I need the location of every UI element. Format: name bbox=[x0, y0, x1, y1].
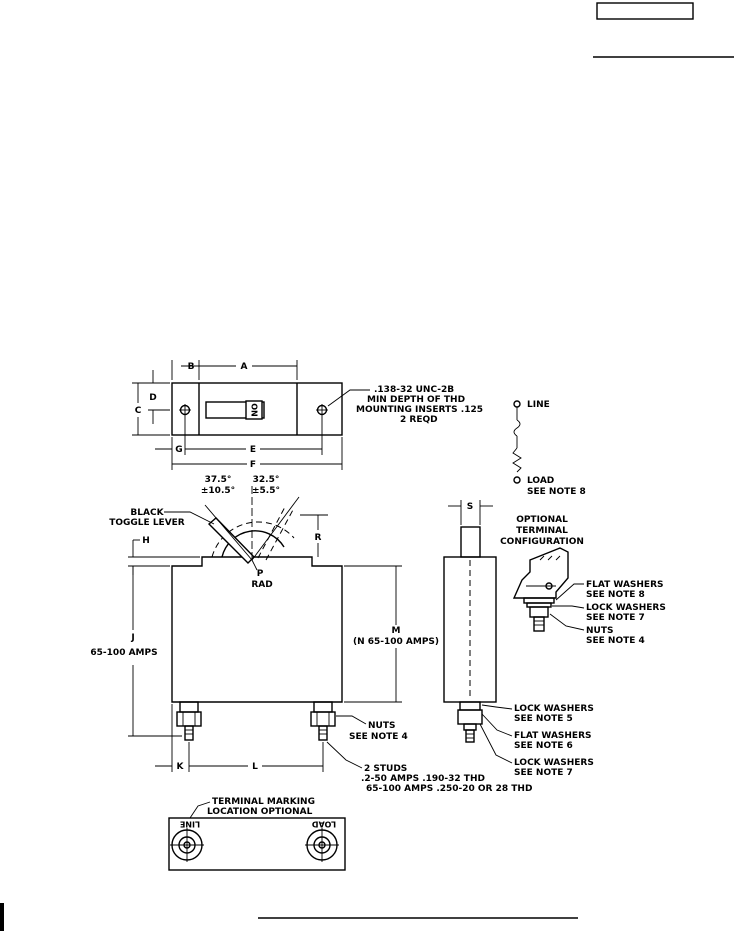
dim-e-label: E bbox=[250, 445, 256, 455]
lock-washers-7a-1: LOCK WASHERS bbox=[586, 603, 666, 613]
side-view bbox=[443, 526, 497, 743]
dim-h-label: H bbox=[142, 536, 150, 546]
optional-3: CONFIGURATION bbox=[500, 537, 584, 547]
nuts-side-2: SEE NOTE 4 bbox=[586, 636, 645, 646]
front-view-body bbox=[171, 556, 343, 703]
terminal-load-mark: LOAD bbox=[312, 820, 337, 829]
flat-washers-8-2: SEE NOTE 8 bbox=[586, 590, 645, 600]
bottom-view bbox=[168, 817, 346, 871]
nuts-front-1: NUTS bbox=[368, 721, 395, 731]
front-view bbox=[171, 485, 343, 741]
optional-2: TERMINAL bbox=[516, 526, 568, 536]
angle-left-tol: ±10.5° bbox=[201, 486, 235, 496]
load-note: SEE NOTE 8 bbox=[527, 487, 586, 497]
dim-g-label: G bbox=[175, 445, 182, 455]
black-toggle-1: BLACK bbox=[130, 508, 164, 518]
lock-washers-7b-2: SEE NOTE 7 bbox=[514, 768, 573, 778]
stud-right bbox=[318, 725, 328, 741]
lock-washers-7a-2: SEE NOTE 7 bbox=[586, 613, 645, 623]
terminal-marking-1: TERMINAL MARKING bbox=[212, 797, 315, 807]
dim-c-label: C bbox=[135, 406, 142, 416]
optional-terminal-detail bbox=[512, 547, 569, 632]
lock-washers-7b-1: LOCK WASHERS bbox=[514, 758, 594, 768]
dim-b-label: B bbox=[188, 362, 195, 372]
side-toggle bbox=[460, 526, 481, 558]
dim-j-label: J bbox=[130, 633, 134, 643]
nuts-front-2: SEE NOTE 4 bbox=[349, 732, 408, 742]
angle-right: 32.5° bbox=[253, 475, 280, 485]
studs-note-3: 65-100 AMPS .250-20 OR 28 THD bbox=[366, 784, 532, 794]
dim-k-label: K bbox=[177, 762, 185, 772]
line-load-schematic bbox=[512, 400, 522, 484]
lock-washers-5-1: LOCK WASHERS bbox=[514, 704, 594, 714]
dim-s-label: S bbox=[467, 502, 473, 512]
margin-mark bbox=[0, 903, 4, 931]
terminal-marking-2: LOCATION OPTIONAL bbox=[207, 807, 313, 817]
top-view-body bbox=[171, 382, 343, 436]
mounting-note-2: MIN DEPTH OF THD bbox=[367, 395, 465, 405]
mounting-note-4: 2 REQD bbox=[400, 415, 438, 425]
load-label: LOAD bbox=[527, 476, 554, 486]
angle-left: 37.5° bbox=[205, 475, 232, 485]
lock-washers-5-2: SEE NOTE 5 bbox=[514, 714, 573, 724]
dim-d-label: D bbox=[149, 393, 156, 403]
toggle-on-label: ON bbox=[250, 403, 259, 417]
stud-left bbox=[184, 725, 194, 741]
optional-1: OPTIONAL bbox=[516, 515, 568, 525]
black-toggle-2: TOGGLE LEVER bbox=[109, 518, 185, 528]
line-label: LINE bbox=[527, 400, 550, 410]
flat-washers-6-1: FLAT WASHERS bbox=[514, 731, 591, 741]
dim-l-label: L bbox=[252, 762, 258, 772]
j-amps-label: 65-100 AMPS bbox=[90, 648, 157, 658]
stud-nut-right bbox=[310, 711, 336, 727]
flat-washers-6-2: SEE NOTE 6 bbox=[514, 741, 573, 751]
nuts-side-1: NUTS bbox=[586, 626, 613, 636]
toggle-switch bbox=[245, 400, 263, 420]
dim-p-label: P bbox=[257, 569, 264, 579]
mounting-note-1: .138-32 UNC-2B bbox=[374, 385, 454, 395]
dim-m-label: M bbox=[392, 626, 401, 636]
top-view: ON bbox=[171, 382, 370, 436]
header-box bbox=[596, 2, 694, 20]
dim-a-label: A bbox=[241, 362, 248, 372]
studs-note-1: 2 STUDS bbox=[364, 764, 407, 774]
bottom-view-body bbox=[168, 817, 346, 871]
flat-washers-8-1: FLAT WASHERS bbox=[586, 580, 663, 590]
side-nut bbox=[457, 709, 483, 725]
toggle-lever bbox=[207, 517, 255, 564]
terminal-line-mark: LINE bbox=[180, 820, 200, 829]
m-amps-label: (N 65-100 AMPS) bbox=[353, 637, 439, 647]
dim-f-label: F bbox=[250, 460, 256, 470]
stud-nut-left bbox=[176, 711, 202, 727]
rad-label: RAD bbox=[251, 580, 272, 590]
toggle-slot bbox=[205, 401, 265, 419]
mounting-note-3: MOUNTING INSERTS .125 bbox=[356, 405, 483, 415]
studs-note-2: .2-50 AMPS .190-32 THD bbox=[361, 774, 485, 784]
dim-r-label: R bbox=[315, 533, 322, 543]
angle-right-tol: ±5.5° bbox=[252, 486, 280, 496]
